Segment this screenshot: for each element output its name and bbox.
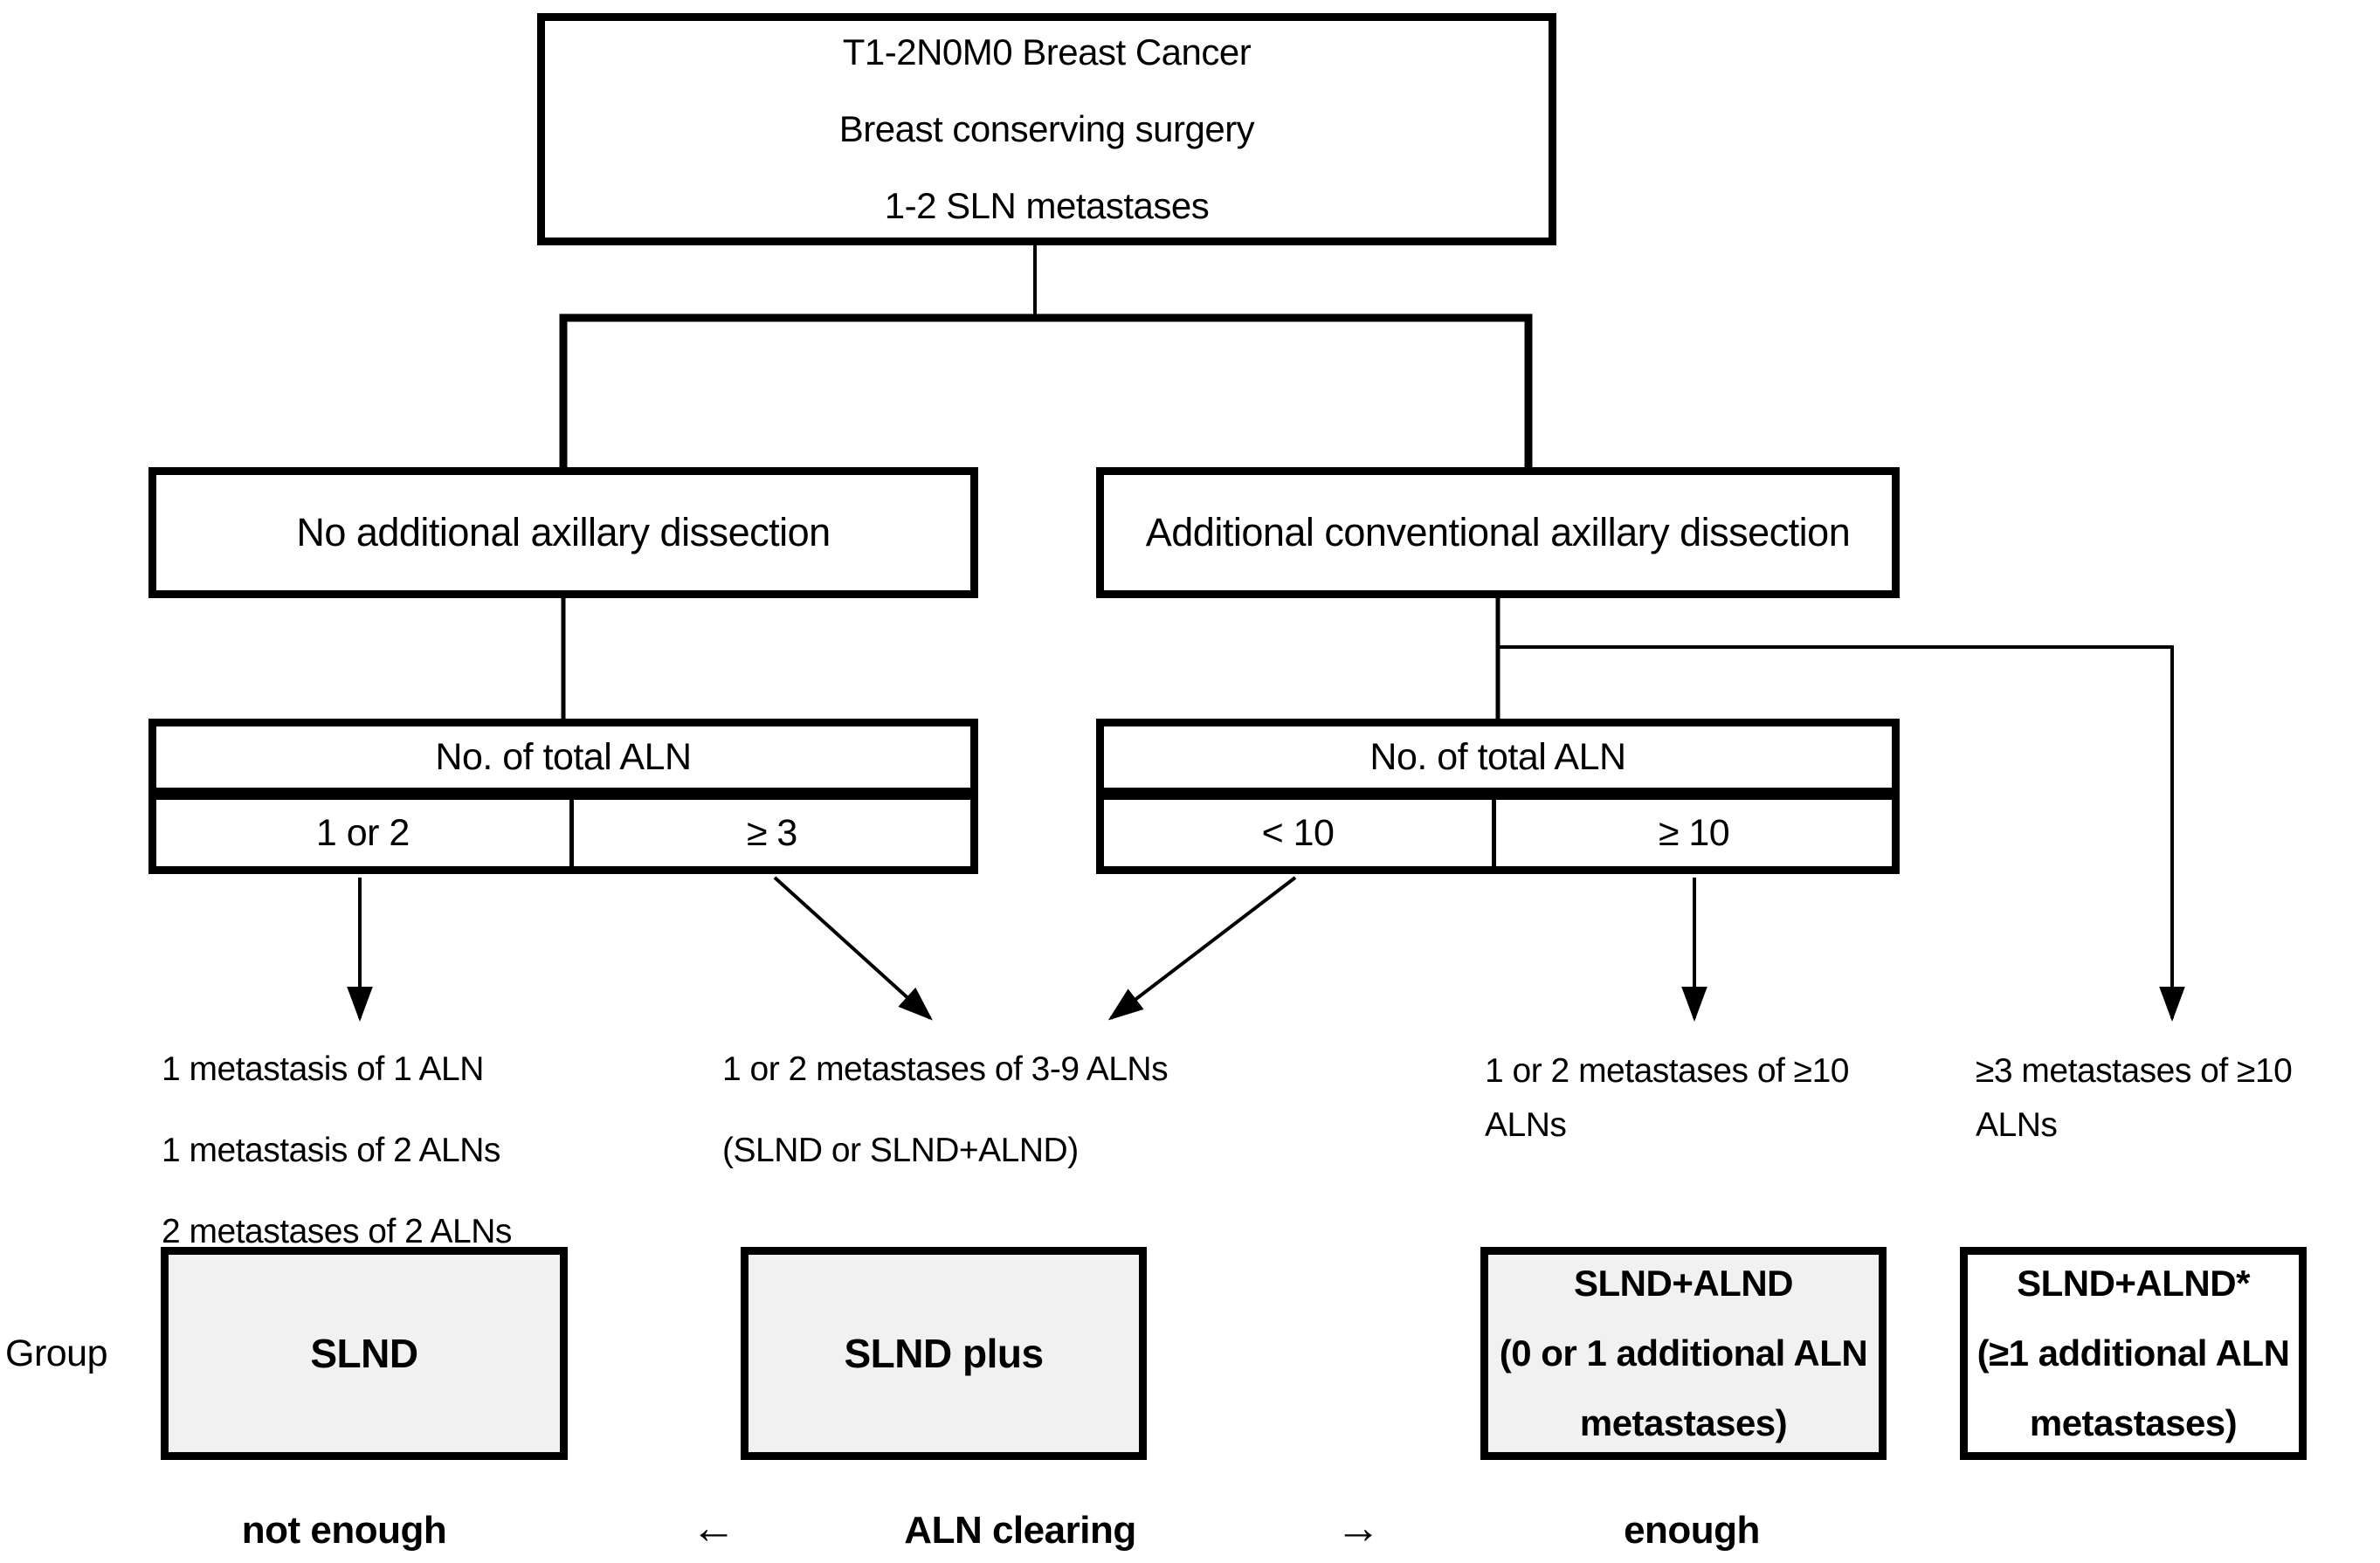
group-box-slnd-alnd-star-line3: metastases) <box>2029 1402 2238 1443</box>
right-aln-table-header-label: No. of total ALN <box>1369 735 1626 778</box>
group-box-slnd-plus-label: SLND plus <box>844 1331 1044 1376</box>
right-aln-cell-lt10: < 10 <box>1261 811 1335 854</box>
branch-right-label: Additional conventional axillary dissect… <box>1145 510 1851 554</box>
case1-line3: 2 metastases of 2 ALNs <box>162 1213 512 1250</box>
case-label-column1: 1 metastasis of 1 ALN 1 metastasis of 2 … <box>162 1029 512 1272</box>
group-box-slnd-alnd: SLND+ALND (0 or 1 additional ALN metasta… <box>1480 1247 1887 1460</box>
root-box: T1-2N0M0 Breast Cancer Breast conserving… <box>537 13 1556 245</box>
case-label-column2: 1 or 2 metastases of 3-9 ALNs (SLND or S… <box>722 1029 1169 1191</box>
right-aln-table-cells: < 10 ≥ 10 <box>1096 792 1900 874</box>
group-axis-label: Group <box>5 1332 108 1374</box>
left-aln-table-cells: 1 or 2 ≥ 3 <box>148 792 978 874</box>
left-aln-table-header: No. of total ALN <box>148 719 978 795</box>
group-box-slnd-plus: SLND plus <box>741 1247 1147 1460</box>
group-box-slnd-alnd-line1: SLND+ALND <box>1573 1263 1794 1304</box>
root-box-line3: 1-2 SLN metastases <box>884 185 1210 226</box>
axis-left-arrow-icon: ← <box>691 1503 736 1553</box>
left-aln-cell-1-or-2: 1 or 2 <box>315 811 410 854</box>
case1-line2: 1 metastasis of 2 ALNs <box>162 1132 500 1169</box>
branch-box-no-additional-dissection: No additional axillary dissection <box>148 467 978 598</box>
branch-left-label: No additional axillary dissection <box>296 510 831 554</box>
group-box-slnd-label: SLND <box>310 1331 418 1376</box>
right-aln-cell-ge10: ≥ 10 <box>1492 800 1892 866</box>
right-aln-table-header: No. of total ALN <box>1096 719 1900 795</box>
case-label-column4: ≥3 metastases of ≥10 ALNs <box>1976 1052 2293 1144</box>
root-box-line1: T1-2N0M0 Breast Cancer <box>842 31 1252 72</box>
axis-label-not-enough: not enough <box>241 1509 447 1552</box>
case2-line2: (SLND or SLND+ALND) <box>722 1132 1079 1169</box>
group-box-slnd-alnd-star-line1: SLND+ALND* <box>2017 1263 2250 1304</box>
axis-label-aln-clearing: ALN clearing <box>904 1509 1136 1552</box>
axis-label-enough: enough <box>1624 1509 1760 1552</box>
case2-line1: 1 or 2 metastases of 3-9 ALNs <box>722 1050 1169 1088</box>
branch-box-additional-dissection: Additional conventional axillary dissect… <box>1096 467 1900 598</box>
root-box-line2: Breast conserving surgery <box>838 108 1255 149</box>
group-box-slnd-alnd-line2: (0 or 1 additional ALN <box>1499 1332 1868 1374</box>
group-box-slnd-alnd-line3: metastases) <box>1579 1402 1788 1443</box>
case-label-column3: 1 or 2 metastases of ≥10 ALNs <box>1485 1052 1849 1144</box>
group-box-slnd: SLND <box>161 1247 568 1460</box>
left-aln-table-header-label: No. of total ALN <box>435 735 692 778</box>
axis-right-arrow-icon: → <box>1335 1503 1381 1553</box>
left-aln-cell-ge3: ≥ 3 <box>569 800 970 866</box>
group-box-slnd-alnd-star: SLND+ALND* (≥1 additional ALN metastases… <box>1960 1247 2307 1460</box>
case1-line1: 1 metastasis of 1 ALN <box>162 1050 484 1088</box>
group-box-slnd-alnd-star-line2: (≥1 additional ALN <box>1976 1332 2290 1374</box>
